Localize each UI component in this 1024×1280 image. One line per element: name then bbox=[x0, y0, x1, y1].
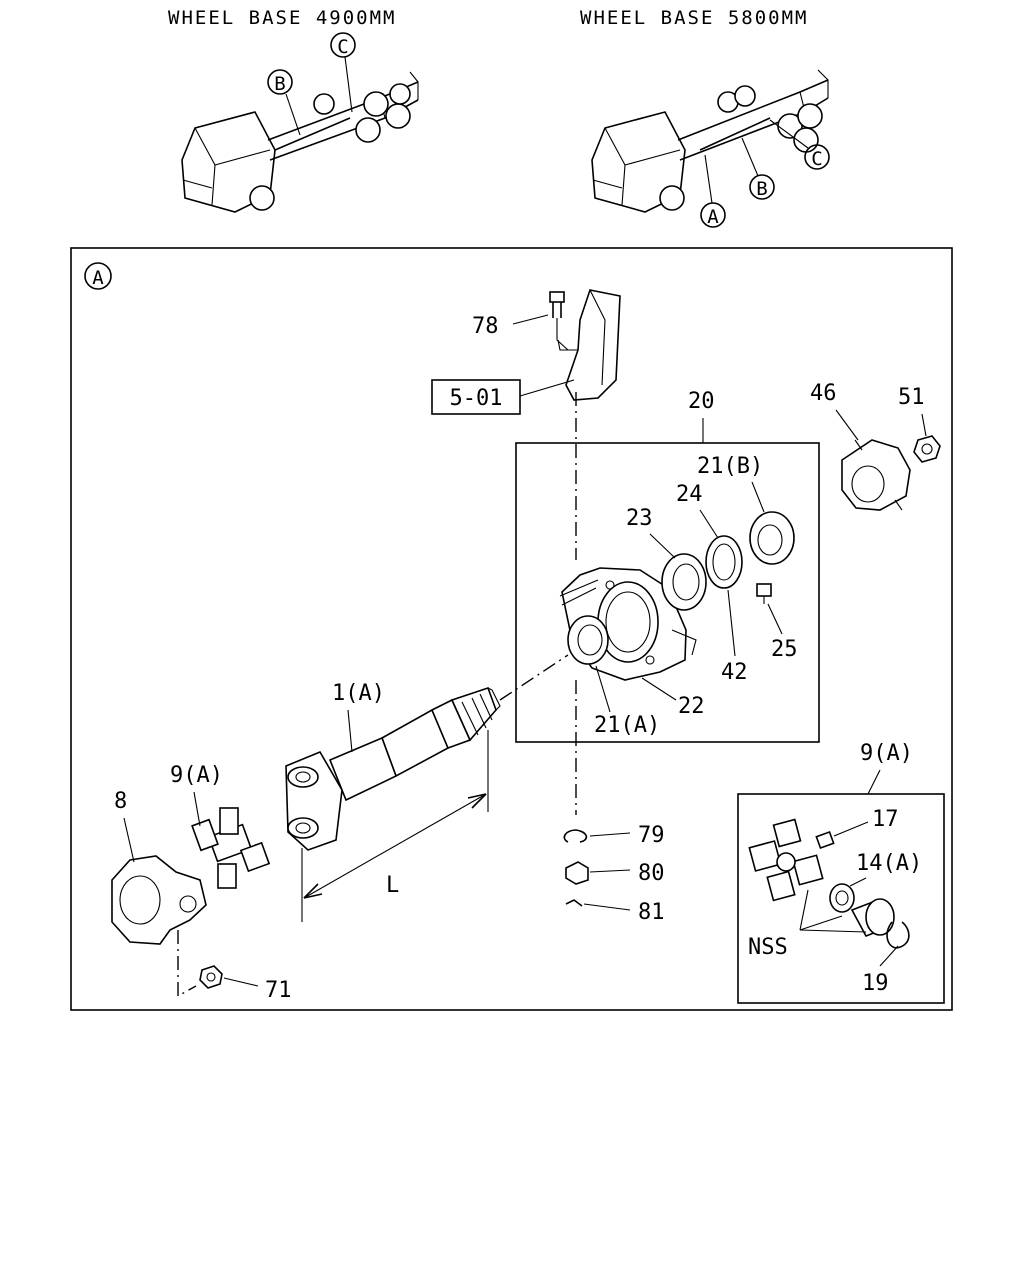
label-part-25: 25 bbox=[771, 637, 798, 662]
svg-text:A: A bbox=[92, 267, 104, 289]
truck-right-callout-c: C bbox=[769, 119, 830, 170]
leader-inset-14a bbox=[849, 877, 867, 887]
leader-22 bbox=[641, 677, 677, 701]
label-inset-nss: NSS bbox=[748, 935, 788, 960]
svg-text:C: C bbox=[337, 36, 348, 58]
label-part-80: 80 bbox=[638, 861, 665, 886]
leader-80 bbox=[589, 869, 631, 873]
detail-marker-a: A bbox=[84, 262, 112, 290]
label-inset-17: 17 bbox=[872, 807, 899, 832]
header-wheelbase-5800: WHEEL BASE 5800MM bbox=[580, 7, 808, 29]
dimension-label-l: L bbox=[386, 873, 399, 898]
leader-46 bbox=[835, 409, 859, 441]
truck-illustration-right bbox=[591, 69, 829, 213]
bolt-78 bbox=[549, 291, 569, 351]
inset-frame bbox=[737, 793, 945, 1004]
seal-21a bbox=[567, 615, 609, 665]
nut-80 bbox=[565, 861, 589, 885]
centerline-flange bbox=[177, 930, 197, 998]
leader-9a bbox=[193, 791, 201, 827]
washer-79 bbox=[563, 829, 588, 843]
leader-51 bbox=[921, 413, 927, 437]
label-part-78: 78 bbox=[472, 314, 499, 339]
leader-79 bbox=[589, 832, 631, 837]
label-part-9a: 9(A) bbox=[170, 763, 223, 788]
label-part-21b: 21(B) bbox=[697, 454, 763, 479]
inset-grease-fitting-17 bbox=[815, 830, 835, 850]
detail-frame bbox=[70, 247, 953, 1011]
label-part-20: 20 bbox=[688, 389, 715, 414]
svg-text:B: B bbox=[274, 73, 285, 95]
flange-46 bbox=[841, 439, 911, 511]
truck-left-callout-c: C bbox=[330, 32, 356, 113]
leader-81 bbox=[583, 903, 631, 911]
leader-24 bbox=[699, 509, 719, 539]
label-part-23: 23 bbox=[626, 506, 653, 531]
seal-21b bbox=[749, 511, 795, 565]
leader-5-01 bbox=[519, 379, 575, 397]
flange-yoke-8 bbox=[111, 855, 207, 945]
universal-joint-9a bbox=[191, 807, 271, 889]
bracket-5-01 bbox=[557, 289, 621, 401]
dimension-l bbox=[301, 730, 489, 922]
leader-inset-19 bbox=[879, 945, 899, 967]
label-part-81: 81 bbox=[638, 900, 665, 925]
svg-text:B: B bbox=[756, 178, 767, 200]
svg-text:5-01: 5-01 bbox=[450, 386, 503, 411]
leader-inset-nss bbox=[799, 889, 867, 933]
truck-illustration-left bbox=[181, 71, 419, 213]
label-part-42: 42 bbox=[721, 660, 748, 685]
label-part-1a: 1(A) bbox=[332, 681, 385, 706]
nut-71 bbox=[199, 965, 223, 989]
label-part-21a: 21(A) bbox=[594, 713, 660, 738]
svg-text:A: A bbox=[707, 206, 719, 228]
leader-21a bbox=[595, 665, 611, 713]
leader-78 bbox=[512, 314, 549, 325]
grease-fitting-25 bbox=[756, 583, 772, 604]
inset-title: 9(A) bbox=[860, 741, 913, 766]
leader-inset-17 bbox=[833, 821, 869, 837]
truck-right-callout-b: B bbox=[741, 137, 775, 200]
label-part-22: 22 bbox=[678, 694, 705, 719]
svg-text:C: C bbox=[811, 148, 822, 170]
label-inset-19: 19 bbox=[862, 971, 889, 996]
label-part-24: 24 bbox=[676, 482, 703, 507]
label-part-51: 51 bbox=[898, 385, 925, 410]
truck-right-callout-a: A bbox=[700, 154, 726, 228]
ref-box-5-01: 5-01 bbox=[431, 379, 521, 415]
bearing-23 bbox=[661, 553, 707, 611]
label-inset-14a: 14(A) bbox=[856, 851, 922, 876]
label-part-79: 79 bbox=[638, 823, 665, 848]
center-bearing-group-box bbox=[515, 442, 820, 743]
leader-42 bbox=[727, 589, 736, 657]
nut-51 bbox=[913, 435, 941, 463]
ring-24-42 bbox=[705, 535, 743, 589]
leader-1a bbox=[347, 709, 353, 753]
leader-8 bbox=[123, 817, 135, 863]
leader-21b bbox=[751, 481, 765, 513]
label-part-46: 46 bbox=[810, 381, 837, 406]
truck-left-callout-b: B bbox=[267, 69, 301, 136]
inset-cross-joint bbox=[748, 818, 824, 902]
header-wheelbase-4900: WHEEL BASE 4900MM bbox=[168, 7, 396, 29]
leader-71 bbox=[223, 977, 259, 987]
label-part-8: 8 bbox=[114, 789, 127, 814]
inset-title-leader bbox=[867, 769, 881, 795]
cotter-pin-81 bbox=[565, 899, 583, 907]
inset-bearing-cup-14a bbox=[829, 883, 895, 937]
centerline-shaft bbox=[499, 654, 569, 701]
propeller-shaft-1a bbox=[285, 686, 501, 851]
leader-25 bbox=[767, 603, 783, 635]
leader-23 bbox=[649, 533, 676, 559]
label-part-71: 71 bbox=[265, 978, 292, 1003]
